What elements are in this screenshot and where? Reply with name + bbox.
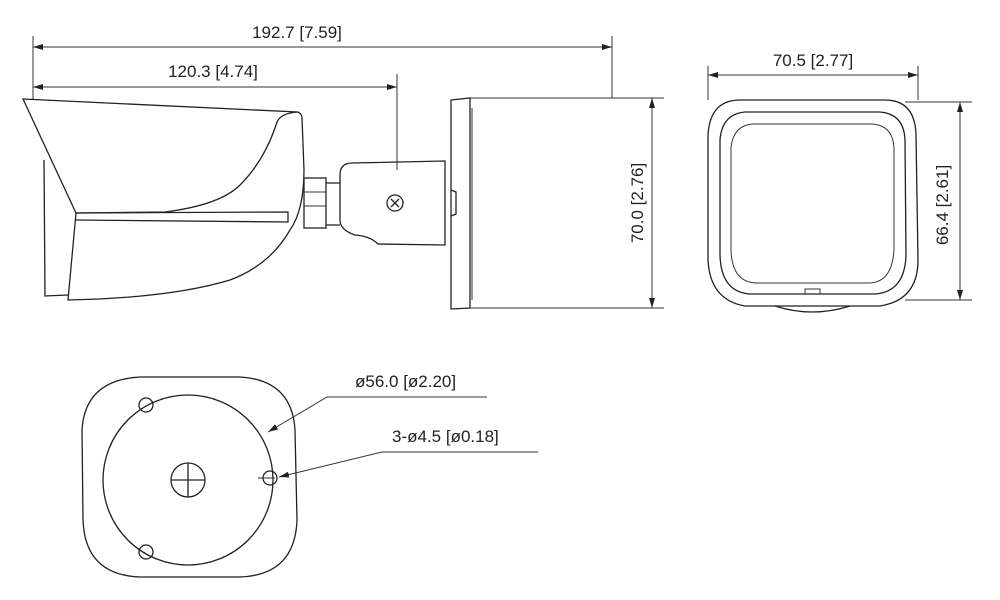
front-width-label: 70.5 [2.77] <box>773 51 853 70</box>
body-length-label: 120.3 [4.74] <box>168 62 258 81</box>
base-diameter-label: ø56.0 [ø2.20] <box>355 372 456 391</box>
camera-side-view <box>21 97 473 310</box>
mount-holes-label: 3-ø4.5 [ø0.18] <box>392 427 499 446</box>
front-height-label: 66.4 [2.61] <box>933 165 952 245</box>
mount-holes-callout: 3-ø4.5 [ø0.18] <box>278 427 538 478</box>
side-height-dimension: 70.0 [2.76] <box>470 97 664 309</box>
front-height-dimension: 66.4 [2.61] <box>905 101 972 301</box>
camera-front-view <box>707 99 919 313</box>
base-diameter-callout: ø56.0 [ø2.20] <box>267 372 487 433</box>
overall-length-dimension: 192.7 [7.59] <box>32 23 613 100</box>
mount-base-view <box>81 376 298 578</box>
overall-length-label: 192.7 [7.59] <box>252 23 342 42</box>
front-width-dimension: 70.5 [2.77] <box>707 51 919 100</box>
mount-hole-icon <box>138 544 154 560</box>
side-height-label: 70.0 [2.76] <box>628 163 647 243</box>
screw-icon <box>386 194 404 212</box>
mount-hole-icon <box>138 397 154 413</box>
body-length-dimension: 120.3 [4.74] <box>33 62 398 170</box>
